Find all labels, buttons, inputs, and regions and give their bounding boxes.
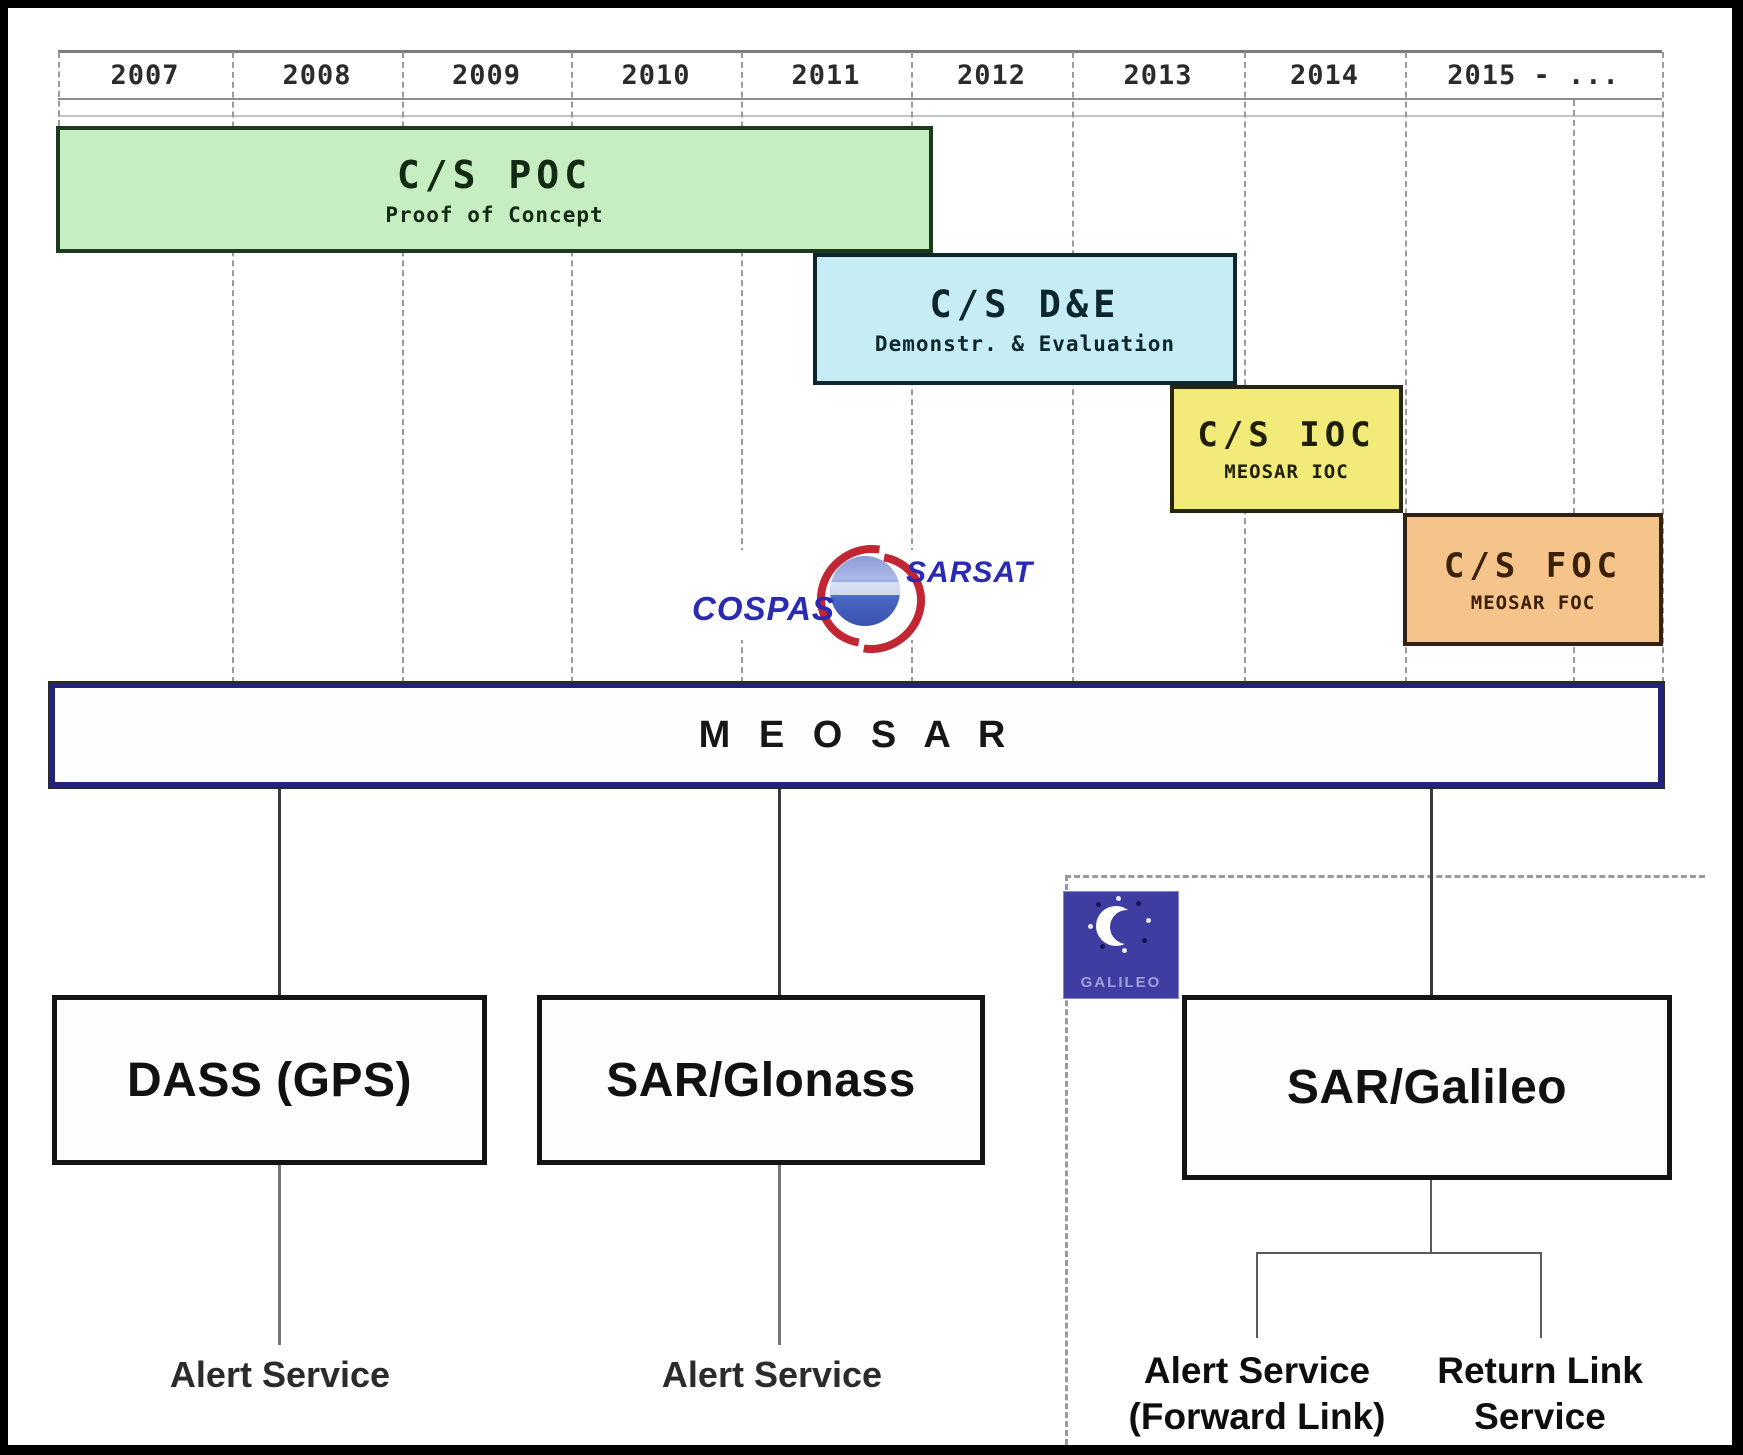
star-dot-icon <box>1146 918 1151 923</box>
timeline-year: 2011 <box>791 60 861 91</box>
meosar-label: M E O S A R <box>698 713 1015 756</box>
dashed-gridline <box>1662 52 1664 683</box>
star-dot-icon <box>1136 901 1141 906</box>
timeline-top-rule <box>58 50 1662 53</box>
system-box-label: DASS (GPS) <box>126 1053 413 1107</box>
timeline-year: 2008 <box>282 60 352 91</box>
dashed-gridline <box>1244 52 1246 683</box>
timeline-year: 2007 <box>110 60 180 91</box>
phase-title: C/S D&E <box>929 282 1121 326</box>
connector-line <box>1256 1252 1258 1338</box>
dashed-gridline <box>571 52 573 683</box>
service-label-alert-glonass: Alert Service <box>661 1354 883 1395</box>
phase-box-cs-foc: C/S FOC MEOSAR FOC <box>1403 513 1663 646</box>
star-dot-icon <box>1088 924 1093 929</box>
phase-title: C/S IOC <box>1197 415 1376 455</box>
phase-box-cs-poc: C/S POC Proof of Concept <box>56 126 933 253</box>
connector-line <box>278 1165 281 1345</box>
galileo-region-dashed-border <box>1065 875 1705 878</box>
connector-line <box>778 787 781 995</box>
galileo-logo-label: GALILEO <box>1080 974 1162 991</box>
phase-subtitle: MEOSAR IOC <box>1224 461 1349 483</box>
star-dot-icon <box>1122 948 1127 953</box>
cospas-wordmark: COSPAS <box>692 590 835 627</box>
phase-title: C/S FOC <box>1443 545 1623 586</box>
dashed-gridline <box>741 52 743 683</box>
connector-line <box>778 1165 781 1345</box>
connector-line <box>1430 787 1433 995</box>
phase-subtitle: Demonstr. & Evaluation <box>874 331 1176 356</box>
sarsat-wordmark: SARSAT <box>906 556 1034 589</box>
timeline-year: 2009 <box>451 60 522 91</box>
connector-line <box>278 787 281 995</box>
meosar-bar: M E O S A R <box>50 683 1663 787</box>
star-dot-icon <box>1100 944 1105 949</box>
dashed-gridline <box>1573 100 1575 683</box>
phase-box-cs-ioc: C/S IOC MEOSAR IOC <box>1170 385 1403 513</box>
phase-box-cs-de: C/S D&E Demonstr. & Evaluation <box>813 253 1237 385</box>
timeline-bottom-rule <box>58 115 1662 117</box>
connector-line <box>1256 1252 1542 1254</box>
service-label-alert-forward-link: Alert Service (Forward Link) <box>1128 1350 1386 1438</box>
system-box-label: SAR/Glonass <box>606 1053 916 1107</box>
dashed-gridline <box>58 52 60 126</box>
phase-title: C/S POC <box>396 152 593 197</box>
dashed-gridline <box>1405 52 1407 683</box>
phase-subtitle: Proof of Concept <box>385 202 604 227</box>
timeline-mid-rule <box>58 98 1662 100</box>
system-box-label: SAR/Galileo <box>1286 1061 1568 1114</box>
timeline-year: 2010 <box>621 60 691 91</box>
system-box-sar-glonass: SAR/Glonass <box>537 995 985 1165</box>
connector-line <box>1540 1252 1542 1338</box>
timeline-year: 2012 <box>956 60 1027 91</box>
dashed-gridline <box>402 52 404 683</box>
globe-icon <box>830 556 900 626</box>
star-dot-icon <box>1142 938 1147 943</box>
timeline-year: 2014 <box>1289 60 1360 91</box>
dashed-gridline <box>232 52 234 683</box>
star-dot-icon <box>1096 902 1101 907</box>
service-label-return-link: Return Link Service <box>1437 1350 1643 1438</box>
system-box-sar-galileo: SAR/Galileo <box>1182 995 1672 1180</box>
connector-line <box>1430 1180 1432 1252</box>
phase-subtitle: MEOSAR FOC <box>1470 591 1596 614</box>
timeline-year: 2015 - ... <box>1447 60 1620 91</box>
star-dot-icon <box>1116 896 1121 901</box>
timeline-year: 2013 <box>1123 60 1193 91</box>
cospas-sarsat-logo: COSPAS SARSAT <box>688 524 1038 673</box>
galileo-logo-icon: GALILEO <box>1063 891 1179 999</box>
galileo-region-dashed-border <box>1065 875 1068 1445</box>
service-label-alert-dass: Alert Service <box>169 1354 391 1395</box>
system-box-dass-gps: DASS (GPS) <box>52 995 487 1165</box>
